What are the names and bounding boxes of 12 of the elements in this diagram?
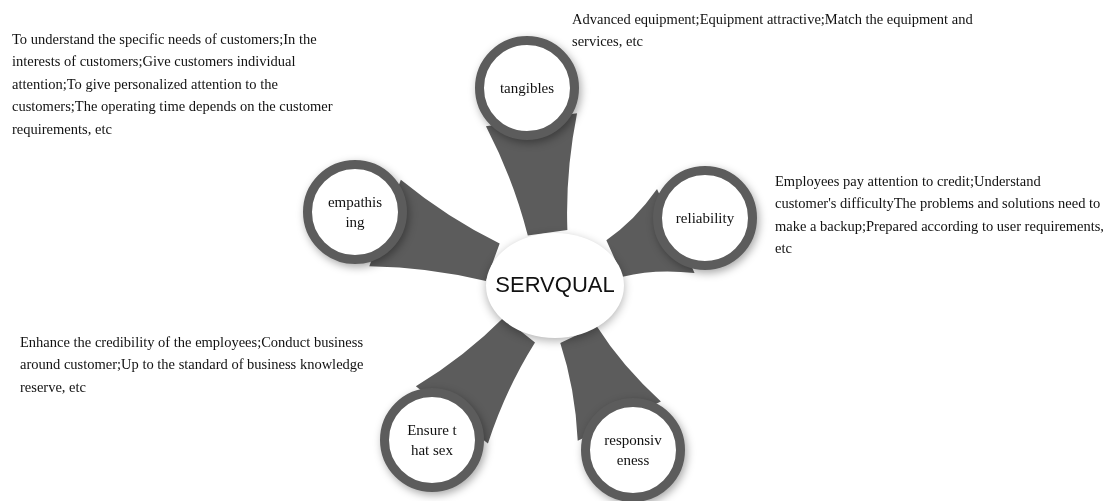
node-label: responsiveness (603, 430, 663, 470)
circle-node (380, 388, 484, 492)
node-label: reliability (675, 208, 735, 228)
node-label: empathising (327, 192, 383, 232)
node-label: SERVQUAL (495, 271, 615, 300)
node-label: Ensure that sex (406, 420, 458, 460)
description-text: Advanced equipment;Equipment attractive;Match the equipment and services, etc (572, 10, 974, 52)
node-label: tangibles (499, 78, 555, 98)
description-text: Enhance the credibility of the employees;Conduct business around customer;Up to the standard of business knowledge reserve, etc (20, 333, 365, 397)
center-ellipse (486, 232, 624, 338)
description-text: To understand the specific needs of customers;In the interests of customers;Give customers individual attention;To give personalized attention to the customers;The operating time depends on the customer requirements, etc (12, 30, 334, 139)
description-text: Employees pay attention to credit;Understand customer's difficultyThe problems and solutions need to make a backup;Prepared according to user requirements, etc (775, 172, 1105, 259)
